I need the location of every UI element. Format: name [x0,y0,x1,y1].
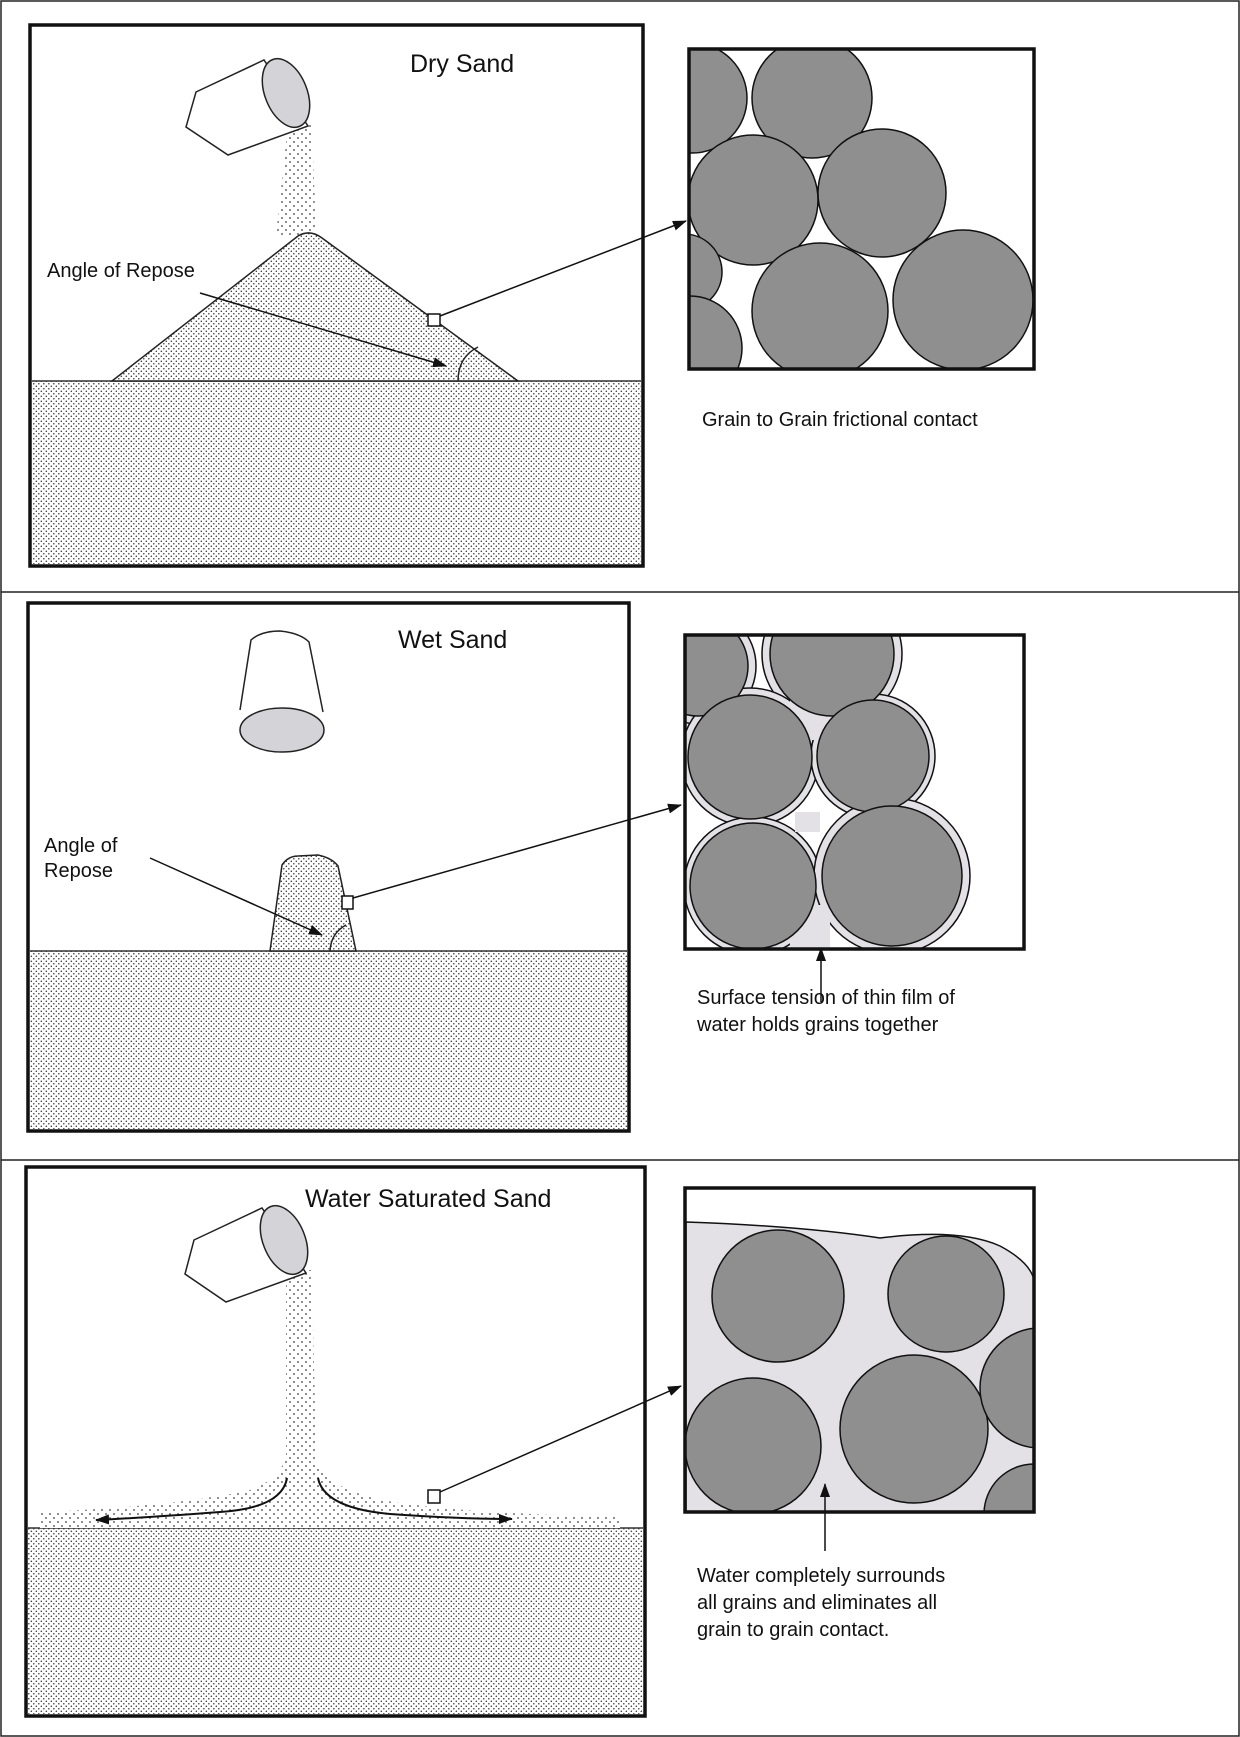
angle-label-line-1: Angle of [44,835,118,857]
grain-circles [685,1230,1100,1564]
grain-inset [685,1188,1100,1564]
sample-box [428,314,440,326]
ground [32,381,641,564]
panel-title: Water Saturated Sand [305,1185,551,1213]
sample-box [428,1490,440,1503]
panel-wet-sand: Wet Sand Angle of Repose [28,584,1024,1131]
sample-box [342,896,353,909]
panel-title: Wet Sand [398,626,507,654]
ground [30,951,627,1129]
grain-inset [637,38,1034,400]
inset-caption-line-3: grain to grain contact. [697,1619,889,1641]
grain-inset [640,584,1024,1002]
ground [28,1528,643,1714]
panel-water-saturated-sand: Water Saturated Sand Water completely su… [26,1167,1100,1716]
inset-caption-line-1: Water completely surrounds [697,1565,945,1587]
panel-dry-sand: Dry Sand Angle of Repose Grain to Grain … [30,25,1034,566]
angle-label-line-2: Repose [44,860,113,882]
inset-caption-line-1: Surface tension of thin film of [697,987,955,1009]
inset-caption: Grain to Grain frictional contact [702,409,978,431]
panel-title: Dry Sand [410,50,514,78]
inset-caption-line-2: all grains and eliminates all [697,1592,937,1614]
angle-label: Angle of Repose [47,260,195,282]
inset-caption-line-2: water holds grains together [696,1014,939,1036]
